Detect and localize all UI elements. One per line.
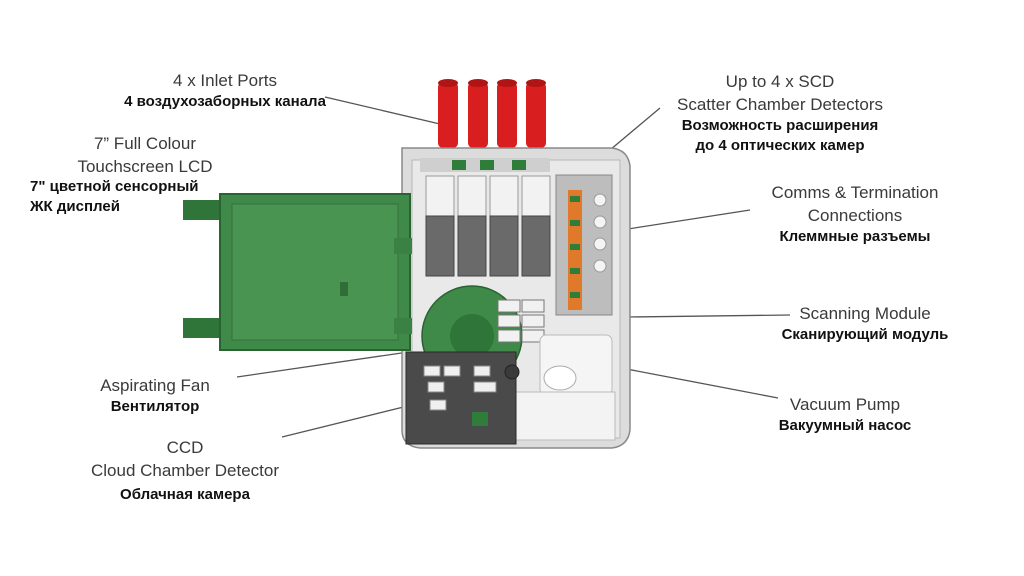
scd-en-line1: Up to 4 x SCD (725, 72, 835, 91)
ccd-ru: Облачная камера (120, 486, 250, 503)
label-inlet-ports: 4 x Inlet Ports 4 воздухозаборных канала (60, 69, 390, 112)
scd-ru-line2: до 4 оптических камер (695, 137, 865, 154)
fan-ru: Вентилятор (110, 398, 200, 415)
scanning-ru: Сканирующий модуль (781, 326, 949, 343)
label-comms: Comms & Termination Connections Клеммные… (730, 181, 980, 247)
scanning-en: Scanning Module (799, 304, 931, 323)
leader-lines (236, 96, 791, 438)
lcd-door (183, 193, 412, 351)
terminal-strip (555, 174, 613, 316)
scd-modules (425, 175, 551, 277)
ccd-en-line1: CCD (166, 438, 204, 457)
scd-ru-line1: Возможность расширения (681, 117, 879, 134)
leader-inlet-ports (324, 96, 441, 125)
scd-en-line2: Scatter Chamber Detectors (677, 95, 883, 114)
inlet-ports-ru: 4 воздухозаборных канала (124, 93, 326, 110)
lcd-en-line2: Touchscreen LCD (77, 157, 213, 176)
inlet-pipes (438, 79, 546, 148)
label-pump: Vacuum Pump Вакуумный насос (745, 393, 945, 436)
inlet-ports-en: 4 x Inlet Ports (173, 71, 277, 90)
label-lcd: 7” Full Colour Touchscreen LCD (30, 132, 260, 178)
label-ccd: CCD Cloud Chamber Detector Облачная каме… (60, 436, 310, 505)
ccd-en-line2: Cloud Chamber Detector (90, 461, 280, 480)
comms-en-line2: Connections (807, 206, 903, 225)
pump-en: Vacuum Pump (789, 395, 901, 414)
label-fan: Aspirating Fan Вентилятор (60, 374, 250, 417)
label-scd: Up to 4 x SCD Scatter Chamber Detectors … (630, 70, 930, 156)
fan-en: Aspirating Fan (100, 376, 210, 395)
ccd-panel (405, 351, 520, 445)
lcd-ru-line1: 7" цветной сенсорный (30, 178, 199, 195)
lcd-en-line1: 7” Full Colour (93, 134, 197, 153)
leader-fan (236, 349, 423, 378)
pump-ru: Вакуумный насос (778, 417, 912, 434)
vacuum-pump (509, 334, 616, 441)
label-scanning: Scanning Module Сканирующий модуль (750, 302, 980, 345)
comms-ru: Клеммные разъемы (779, 228, 931, 245)
comms-en-line1: Comms & Termination (771, 183, 939, 202)
lcd-ru-line2: ЖК дисплей (30, 198, 120, 215)
label-lcd-ru: 7" цветной сенсорный ЖК дисплей (30, 177, 240, 217)
